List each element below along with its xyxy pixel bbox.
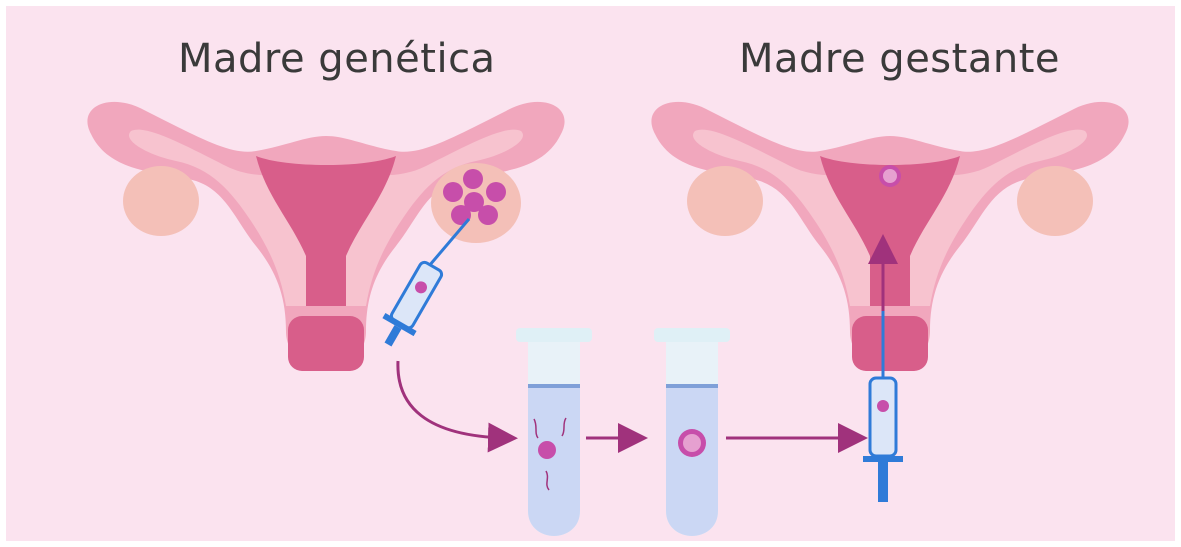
arrow-to-fertilization: [398, 361, 506, 438]
ovary-eggs-icon: [431, 163, 521, 243]
diagram-illustration: [6, 6, 1175, 541]
test-tube-fertilization-icon: [516, 328, 592, 536]
test-tube-embryo-icon: [654, 328, 730, 536]
diagram-canvas: Madre genética Madre gestante: [6, 6, 1175, 541]
